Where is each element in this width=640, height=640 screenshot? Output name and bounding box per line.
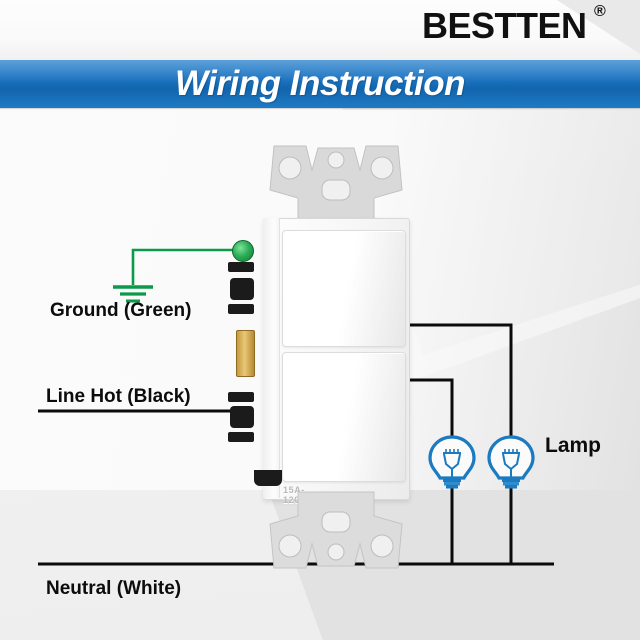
title-banner: Wiring Instruction — [0, 60, 640, 108]
light-bulb-icon — [487, 435, 535, 489]
terminal-upper-1 — [228, 262, 254, 272]
brand-logo: BESTTEN — [422, 5, 587, 46]
paddle-gloss-bottom — [284, 354, 318, 480]
label-lamp: Lamp — [545, 434, 602, 457]
device-rating-text: 15A-120V — [283, 485, 307, 505]
terminal-lower-1 — [228, 392, 254, 402]
terminal-bottom-clip — [254, 470, 282, 486]
switch-paddle-top[interactable] — [282, 230, 406, 347]
page-title: Wiring Instruction — [174, 64, 466, 103]
light-bulb-icon — [428, 435, 476, 489]
switch-paddle-bottom[interactable] — [282, 352, 406, 482]
ground-wire — [113, 248, 238, 303]
brass-terminal-strip — [236, 330, 255, 377]
terminal-upper-3 — [228, 304, 254, 314]
registered-trademark-icon: ® — [594, 3, 606, 20]
label-line-hot: Line Hot (Black) — [46, 386, 191, 407]
paddle-gloss-top — [284, 232, 318, 345]
label-neutral: Neutral (White) — [46, 578, 182, 599]
switched-wire-right-lamp — [408, 323, 513, 437]
terminal-lower-2 — [230, 406, 254, 428]
mounting-strap-top — [269, 145, 403, 221]
header-bar: BESTTEN ® — [0, 0, 640, 80]
switch-body-left-rail — [263, 218, 280, 498]
banner-sheen — [0, 60, 640, 82]
switched-wire-left-lamp — [408, 378, 454, 437]
ground-screw-terminal — [232, 240, 254, 262]
mounting-strap-bottom — [269, 491, 403, 569]
terminal-upper-2 — [230, 278, 254, 300]
terminal-lower-3 — [228, 432, 254, 442]
label-ground: Ground (Green) — [50, 300, 192, 321]
